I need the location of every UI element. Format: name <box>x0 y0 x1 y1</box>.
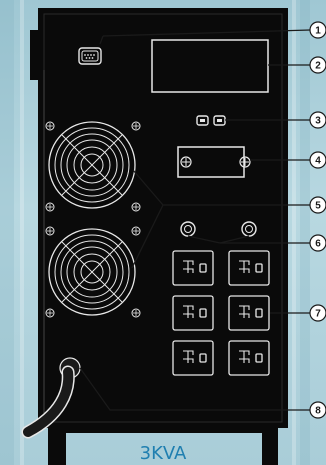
callout-6-number: 6 <box>315 239 321 250</box>
callout-7-number: 7 <box>315 309 321 320</box>
cooling-fan-top <box>45 121 141 212</box>
callout-markers: 1 2 3 4 5 6 7 8 <box>309 21 326 419</box>
outlet <box>228 250 270 286</box>
outlet <box>172 250 214 286</box>
callout-1-number: 1 <box>315 26 321 37</box>
model-caption: 3KVA <box>139 443 187 464</box>
input-breaker <box>177 146 251 178</box>
callout-7: 7 <box>309 304 326 322</box>
callout-8-number: 8 <box>315 406 321 417</box>
callout-5: 5 <box>309 196 326 214</box>
expansion-slot-cover <box>151 39 269 93</box>
cabinet-stand <box>48 425 278 465</box>
outlet <box>228 340 270 376</box>
callout-leader-lines <box>79 29 311 411</box>
ups-cabinet <box>30 8 288 428</box>
callout-4: 4 <box>309 151 326 169</box>
serial-port <box>78 47 102 65</box>
callout-1: 1 <box>309 21 326 39</box>
callout-3-number: 3 <box>315 116 321 127</box>
outlet <box>172 340 214 376</box>
callout-4-number: 4 <box>315 156 321 167</box>
output-outlets <box>172 250 270 376</box>
outlet <box>172 295 214 331</box>
callout-6: 6 <box>309 234 326 252</box>
background-pattern <box>0 0 310 465</box>
callout-2: 2 <box>309 56 326 74</box>
callout-5-number: 5 <box>315 201 321 212</box>
outlet <box>228 295 270 331</box>
callout-8: 8 <box>309 401 326 419</box>
output-breakers <box>180 221 257 237</box>
callout-3: 3 <box>309 111 326 129</box>
cooling-fan-bottom <box>45 226 141 318</box>
power-cord <box>21 357 81 439</box>
callout-2-number: 2 <box>315 61 321 72</box>
